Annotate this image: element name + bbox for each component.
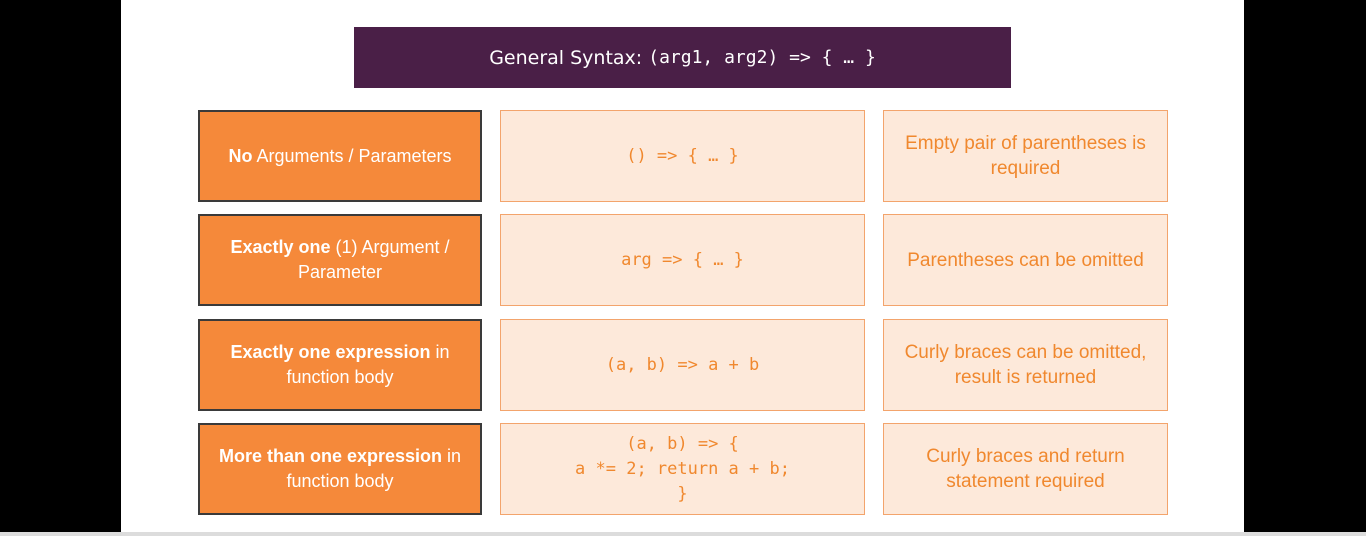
row-label-one-argument: Exactly one (1) Argument / Parameter (198, 214, 482, 306)
row-label-one-expression: Exactly one expression in function body (198, 319, 482, 411)
row-description-one-expression: Curly braces can be omitted, result is r… (883, 319, 1168, 411)
header-code: (arg1, arg2) => { … } (648, 47, 876, 68)
row-label-rest: Arguments / Parameters (252, 145, 452, 166)
row-label-rest: (1) Argument / Parameter (297, 237, 450, 282)
row-label-multiple-expressions: More than one expression in function bod… (198, 423, 482, 515)
row-description-no-arguments: Empty pair of parentheses is required (883, 110, 1168, 202)
row-description-one-argument: Parentheses can be omitted (883, 214, 1168, 306)
row-syntax-one-expression: (a, b) => a + b (500, 319, 865, 411)
syntax-header: General Syntax: (arg1, arg2) => { … } (354, 27, 1011, 88)
row-label-rest: in function body (286, 446, 462, 491)
row-label-bold: More than one expression (218, 446, 443, 466)
row-label-no-arguments: No Arguments / Parameters (198, 110, 482, 202)
row-syntax-no-arguments: () => { … } (500, 110, 865, 202)
row-syntax-multiple-expressions: (a, b) => { a *= 2; return a + b; } (500, 423, 865, 515)
bottom-divider (0, 532, 1366, 536)
header-prefix: General Syntax: (489, 46, 649, 69)
row-label-rest: in function body (286, 342, 450, 387)
row-syntax-one-argument: arg => { … } (500, 214, 865, 306)
row-label-bold: No (228, 145, 253, 166)
row-label-bold: Exactly one expression (230, 342, 431, 362)
row-label-bold: Exactly one (230, 237, 331, 257)
slide: General Syntax: (arg1, arg2) => { … } No… (121, 0, 1244, 536)
row-description-multiple-expressions: Curly braces and return statement requir… (883, 423, 1168, 515)
